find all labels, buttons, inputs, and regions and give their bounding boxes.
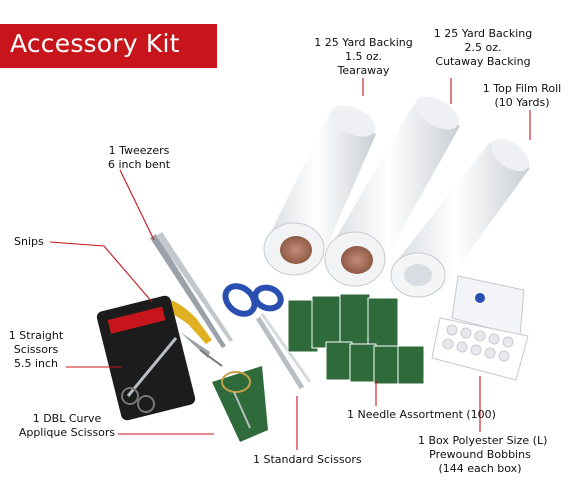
label-snips: Snips (14, 235, 44, 248)
leader-snips (49, 241, 153, 303)
dbl-curve-scissors-case (212, 366, 268, 442)
label-backing-tearaway: 1 25 Yard Backing 1.5 oz. Tearaway (314, 36, 413, 77)
needle-assortment (287, 293, 425, 385)
label-straight-scissors: 1 Straight Scissors 5.5 inch (8, 329, 64, 370)
tearaway-backing-roll (263, 105, 376, 276)
label-bobbins: 1 Box Polyester Size (L) Prewound Bobbin… (418, 434, 548, 475)
label-needle-assortment: 1 Needle Assortment (100) (347, 408, 496, 421)
label-backing-cutaway: 1 25 Yard Backing 2.5 oz. Cutaway Backin… (433, 27, 533, 68)
label-tweezers: 1 Tweezers 6 inch bent (107, 144, 171, 171)
label-top-film: 1 Top Film Roll (10 Yards) (482, 82, 562, 109)
snips (150, 298, 223, 367)
page-title: Accessory Kit (10, 29, 180, 58)
standard-scissors (222, 283, 312, 390)
title-banner: Accessory Kit (0, 24, 217, 68)
straight-scissors-package (96, 295, 196, 421)
top-film-roll (390, 138, 530, 298)
tweezers (150, 232, 233, 348)
label-standard-scissors: 1 Standard Scissors (253, 453, 362, 466)
leader-tweezers (119, 169, 155, 241)
bobbin-box (431, 275, 529, 381)
cutaway-backing-roll (324, 96, 460, 287)
label-dbl-curve-scissors: 1 DBL Curve Applique Scissors (18, 412, 116, 439)
